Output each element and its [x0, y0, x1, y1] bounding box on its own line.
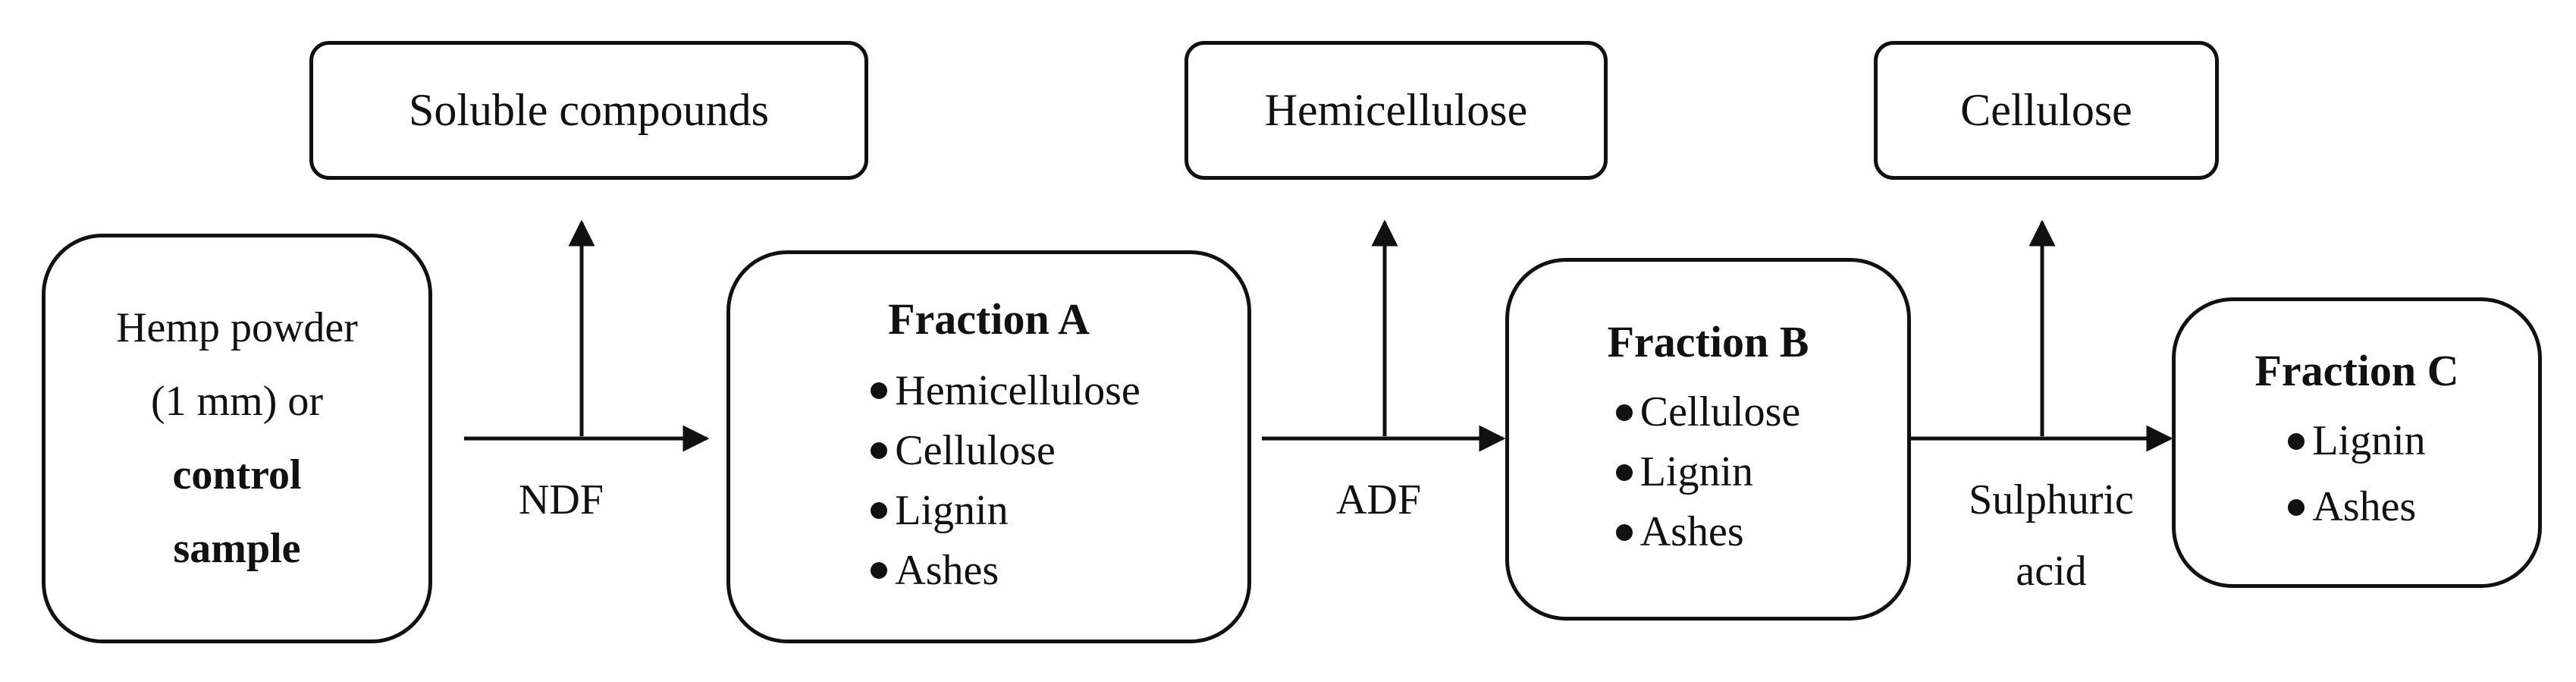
list-item: Ashes	[2288, 474, 2425, 540]
soluble-compounds-label: Soluble compounds	[409, 85, 769, 135]
bullet-icon	[871, 382, 888, 399]
adf-label: ADF	[1335, 476, 1422, 523]
fraction-c-box: Fraction C Lignin Ashes	[2172, 297, 2542, 588]
cellulose-box: Cellulose	[1874, 41, 2219, 180]
list-item: Hemicellulose	[871, 361, 1141, 421]
bullet-icon	[1615, 404, 1633, 421]
list-item: Cellulose	[871, 421, 1140, 481]
fraction-b-title: Fraction B	[1607, 317, 1809, 366]
bullet-icon	[871, 502, 888, 519]
fraction-c-list: Lignin Ashes	[2288, 408, 2426, 540]
bullet-icon	[1615, 523, 1633, 541]
list-item: Ashes	[871, 541, 1140, 601]
acid-line-1: Sulphuric	[1969, 476, 2134, 523]
list-item: Cellulose	[1615, 382, 1800, 442]
fraction-a-title: Fraction A	[888, 294, 1090, 344]
list-item: Ashes	[1615, 502, 1801, 562]
bullet-icon	[871, 562, 888, 579]
acid-line-2: acid	[2016, 548, 2087, 595]
fraction-a-box: Fraction A Hemicellulose Cellulose Ligni…	[726, 250, 1251, 643]
start-line-4: sample	[173, 525, 301, 572]
fraction-b-box: Fraction B Cellulose Lignin Ashes	[1505, 258, 1911, 621]
bullet-icon	[871, 442, 888, 459]
hemicellulose-label: Hemicellulose	[1264, 85, 1528, 135]
soluble-compounds-box: Soluble compounds	[309, 41, 868, 180]
bullet-icon	[2288, 498, 2305, 516]
hemp-powder-text: Hemp powder (1 mm) or control sample	[116, 291, 358, 586]
hemp-powder-box: Hemp powder (1 mm) or control sample	[42, 234, 432, 643]
fraction-b-list: Cellulose Lignin Ashes	[1615, 382, 1801, 562]
list-item: Lignin	[2288, 408, 2426, 474]
fraction-a-list: Hemicellulose Cellulose Lignin Ashes	[871, 361, 1141, 601]
list-item: Lignin	[1615, 442, 1801, 502]
hemicellulose-box: Hemicellulose	[1184, 41, 1608, 180]
start-line-3: control	[172, 451, 302, 498]
sulphuric-acid-label: Sulphuric acid	[1926, 464, 2176, 607]
ndf-label: NDF	[518, 476, 604, 523]
fraction-c-title: Fraction C	[2254, 346, 2459, 395]
bullet-icon	[1615, 464, 1633, 481]
start-line-1: Hemp powder	[116, 304, 358, 351]
cellulose-label: Cellulose	[1960, 85, 2132, 135]
list-item: Lignin	[871, 481, 1140, 541]
start-line-2: (1 mm) or	[150, 378, 324, 425]
bullet-icon	[2288, 432, 2305, 450]
